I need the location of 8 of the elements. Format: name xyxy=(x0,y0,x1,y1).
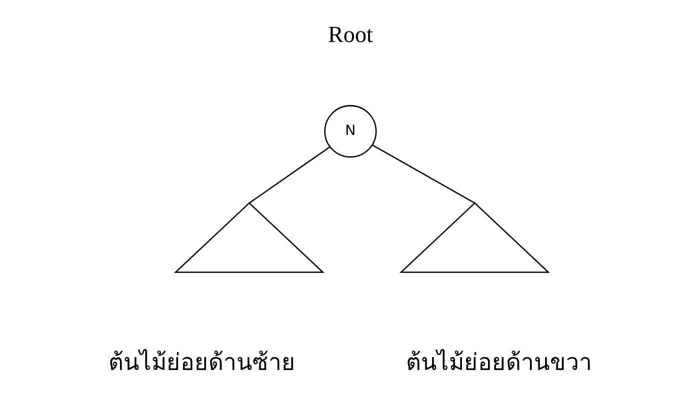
node-label: ต้นไม้ย่อยด้านขวา xyxy=(406,349,592,376)
connector xyxy=(248,146,330,204)
node-triangle xyxy=(399,202,550,273)
node-circle: N xyxy=(324,105,377,158)
node-triangle xyxy=(174,202,325,273)
node-label: ต้นไม้ย่อยด้านซ้าย xyxy=(108,349,296,376)
node-label: Root xyxy=(328,21,373,48)
connector xyxy=(372,144,476,204)
